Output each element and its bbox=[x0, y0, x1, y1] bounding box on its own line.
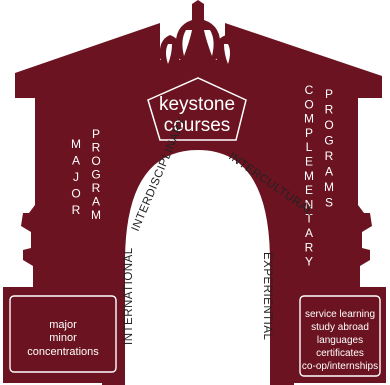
right-box-line-4: certificates bbox=[316, 348, 364, 359]
left-word-major-letter: R bbox=[72, 203, 81, 217]
finial-highlight-center-2 bbox=[204, 30, 214, 56]
left-pedestal bbox=[3, 287, 123, 383]
keystone-outline bbox=[147, 77, 247, 141]
finial-center bbox=[175, 0, 221, 68]
right-word-complementary-letter: Y bbox=[305, 255, 313, 269]
keystone-block: keystone courses bbox=[147, 77, 247, 141]
right-word-programs-letter: P bbox=[325, 87, 333, 101]
right-pedestal bbox=[292, 287, 386, 383]
left-word-major-letter: J bbox=[73, 170, 79, 184]
left-word-major-letter: O bbox=[71, 187, 80, 201]
right-word-complementary-letter: M bbox=[304, 169, 314, 183]
left-word-program-letter: M bbox=[91, 208, 101, 222]
left-word-program-letter: A bbox=[92, 195, 100, 209]
left-box: major minor concentrations bbox=[9, 295, 117, 373]
right-box-line-3: languages bbox=[317, 335, 363, 346]
right-word-complementary-letter: E bbox=[305, 155, 313, 169]
right-box-outline bbox=[299, 295, 381, 377]
right-word-complementary-letter: N bbox=[305, 197, 314, 211]
keystone-line-2: courses bbox=[164, 115, 231, 136]
right-word-programs-letter: O bbox=[324, 118, 333, 132]
right-box-line-2: study abroad bbox=[311, 322, 369, 333]
right-word-complementary-letter: O bbox=[304, 97, 313, 111]
left-word-program-letter: R bbox=[92, 181, 101, 195]
left-word-major-letter: A bbox=[72, 154, 80, 168]
right-word-complementary-letter: E bbox=[305, 183, 313, 197]
left-box-line-2: minor bbox=[49, 332, 77, 344]
left-box-outline bbox=[9, 295, 117, 373]
left-box-line-1: major bbox=[49, 319, 77, 331]
left-word-program-letter: R bbox=[92, 141, 101, 155]
left-word-program-letter: O bbox=[91, 154, 100, 168]
left-word-major-letter: M bbox=[71, 137, 81, 151]
right-word-complementary-letter: C bbox=[305, 83, 314, 97]
keystone-line-1: keystone bbox=[159, 94, 235, 115]
right-box-line-5: co-op/internships bbox=[302, 361, 378, 372]
right-word-complementary-letter: P bbox=[305, 126, 313, 140]
right-word-programs-letter: S bbox=[325, 196, 333, 210]
right-word-programs-letter: M bbox=[324, 180, 334, 194]
left-word-program-letter: P bbox=[92, 127, 100, 141]
finial-highlight-center bbox=[182, 30, 192, 56]
right-box-line-1: service learning bbox=[305, 309, 375, 320]
arch-label-left: INTERNATIONAL bbox=[123, 247, 135, 345]
right-word-complementary-letter: T bbox=[305, 212, 313, 226]
left-word-program-letter: G bbox=[91, 168, 100, 182]
finial-highlight-right bbox=[224, 44, 230, 64]
left-box-line-3: concentrations bbox=[27, 346, 99, 358]
right-word-programs-letter: R bbox=[325, 103, 334, 117]
right-word-programs-letter: A bbox=[325, 165, 333, 179]
right-word-complementary-letter: A bbox=[305, 226, 313, 240]
right-box: service learning study abroad languages … bbox=[299, 295, 381, 377]
right-word-programs-letter: G bbox=[324, 134, 333, 148]
right-word-complementary-letter: M bbox=[304, 112, 314, 126]
right-word-complementary-letter: L bbox=[306, 140, 313, 154]
finial-highlight-left bbox=[166, 44, 172, 64]
right-word-complementary-letter: R bbox=[305, 240, 314, 254]
right-word-programs-letter: R bbox=[325, 149, 334, 163]
building-shape bbox=[3, 0, 386, 385]
arch-label-right: EXPERIENTIAL bbox=[261, 252, 273, 341]
